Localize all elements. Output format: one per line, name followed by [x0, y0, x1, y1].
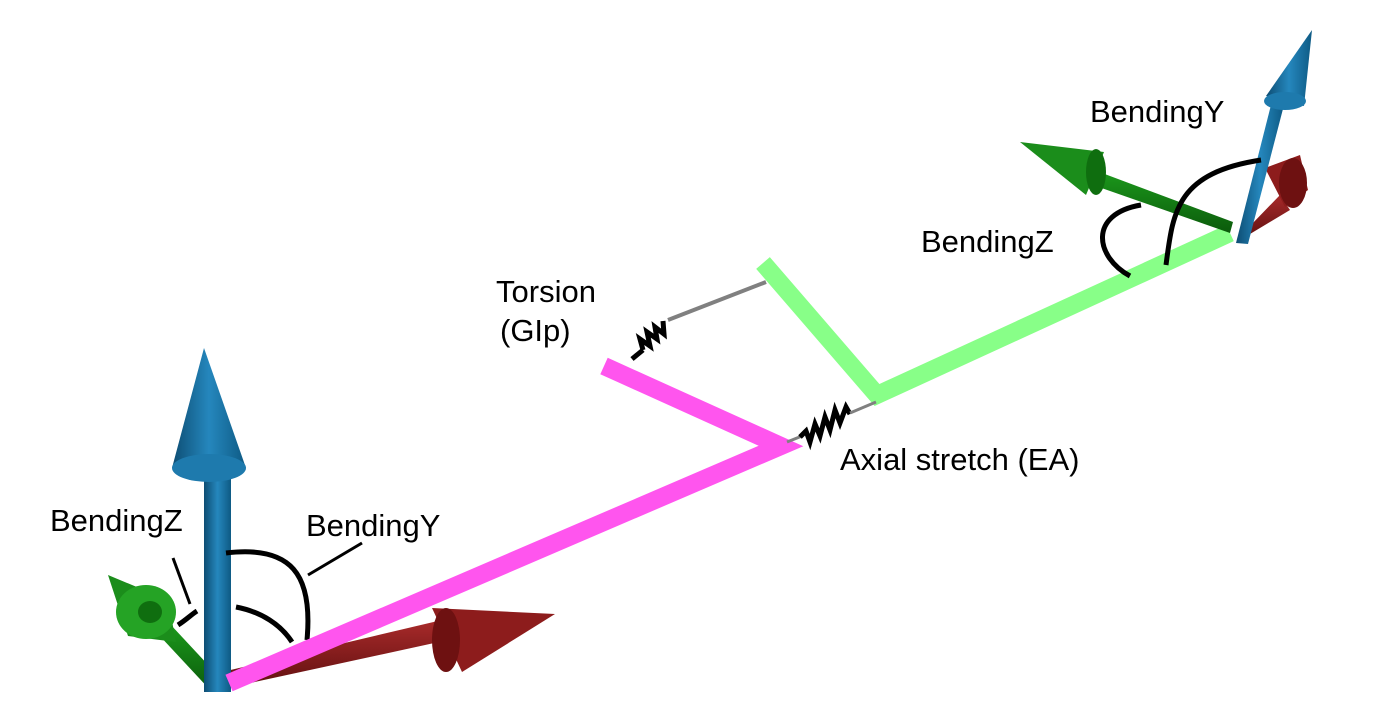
left-bending-y-arc	[225, 549, 311, 641]
right-x-axis-red-arrow-icon	[1240, 155, 1308, 240]
label-axial-stretch: Axial stretch (EA)	[840, 442, 1079, 477]
left-bending-y-leader	[307, 541, 363, 577]
axial-spring-icon	[786, 400, 877, 451]
left-z-axis-blue-arrow-icon	[172, 348, 246, 692]
right-bending-z-arc	[1100, 202, 1142, 279]
right-frame	[1020, 30, 1312, 279]
label-torsion-gip: (GIp)	[500, 313, 571, 348]
left-bending-z-leader	[171, 557, 192, 605]
left-frame	[108, 348, 555, 692]
label-bending-y-right: BendingY	[1090, 94, 1224, 129]
right-beam-element	[756, 224, 1234, 407]
left-beam-element	[225, 357, 804, 692]
right-y-axis-green-arrow-icon	[1020, 142, 1233, 233]
label-torsion: Torsion	[496, 274, 596, 309]
torsion-spring-icon	[630, 280, 767, 361]
label-bending-z-left: BendingZ	[50, 503, 183, 538]
label-bending-y-left: BendingY	[306, 508, 440, 543]
label-bending-z-right: BendingZ	[921, 224, 1054, 259]
right-z-axis-blue-arrow-icon	[1236, 30, 1312, 244]
right-bending-y-arc	[1163, 157, 1262, 266]
left-bending-z-tick	[176, 608, 199, 628]
left-bending-z-arc	[235, 604, 295, 644]
